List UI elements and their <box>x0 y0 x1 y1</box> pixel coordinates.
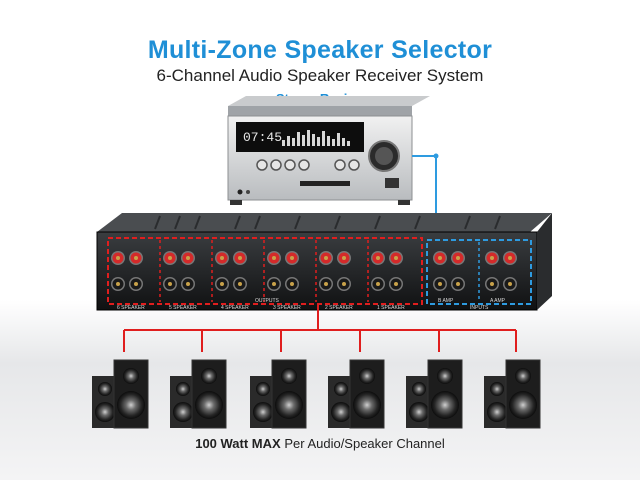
binding-post <box>285 277 299 291</box>
inputs-bracket <box>426 239 532 305</box>
binding-post <box>181 251 195 265</box>
binding-post <box>163 251 177 265</box>
binding-post <box>319 251 333 265</box>
outputs-label: OUTPUTS <box>255 298 280 304</box>
binding-post <box>319 277 333 291</box>
caption-bold: 100 Watt MAX <box>195 436 281 451</box>
usb-port <box>385 178 399 188</box>
binding-post <box>433 251 447 265</box>
binding-post <box>451 251 465 265</box>
binding-post <box>485 277 499 291</box>
power-caption: 100 Watt MAX Per Audio/Speaker Channel <box>0 436 640 451</box>
zone-label: 3 SPEAKER <box>273 305 301 311</box>
binding-post <box>163 277 177 291</box>
binding-post <box>337 277 351 291</box>
binding-post <box>111 277 125 291</box>
receiver-knobs <box>256 159 360 171</box>
outputs-bracket <box>107 237 423 305</box>
zone-label: 1 SPEAKER <box>377 305 405 311</box>
binding-post <box>129 251 143 265</box>
binding-post <box>181 277 195 291</box>
input-label: A AMP <box>490 298 506 304</box>
output-wires <box>123 304 517 352</box>
zone-label: 2 SPEAKER <box>325 305 353 311</box>
speaker-selector-unit: 6 SPEAKER 5 SPEAKER 4 SPEAKER 3 SPEAKER … <box>96 213 552 311</box>
disc-slot <box>300 181 350 186</box>
binding-post <box>233 251 247 265</box>
binding-post <box>389 277 403 291</box>
binding-post <box>485 251 499 265</box>
speaker <box>170 359 227 429</box>
caption-rest: Per Audio/Speaker Channel <box>280 436 445 451</box>
speaker <box>484 359 541 429</box>
binding-post <box>111 251 125 265</box>
zone-label: 4 SPEAKER <box>221 305 249 311</box>
binding-post <box>503 277 517 291</box>
binding-post <box>337 251 351 265</box>
binding-post <box>371 251 385 265</box>
binding-post <box>285 251 299 265</box>
binding-post <box>215 277 229 291</box>
binding-posts <box>111 251 517 291</box>
binding-post <box>389 251 403 265</box>
page-title: Multi-Zone Speaker Selector <box>147 36 493 64</box>
binding-post <box>267 277 281 291</box>
speaker <box>328 359 385 429</box>
binding-post <box>371 277 385 291</box>
binding-post <box>503 251 517 265</box>
input-label: B AMP <box>438 298 454 304</box>
receiver-eq-bars <box>282 130 350 146</box>
binding-post <box>129 277 143 291</box>
stereo-receiver: 07:45 <box>227 96 430 205</box>
page-subtitle: 6-Channel Audio Speaker Receiver System <box>156 66 484 85</box>
binding-post <box>433 277 447 291</box>
binding-post <box>233 277 247 291</box>
speaker-group <box>92 359 541 429</box>
receiver-time: 07:45 <box>243 130 282 145</box>
zone-label: 5 SPEAKER <box>169 305 197 311</box>
binding-post <box>215 251 229 265</box>
speaker <box>250 359 307 429</box>
speaker <box>92 359 149 429</box>
zone-label: 6 SPEAKER <box>117 305 145 311</box>
speaker <box>406 359 463 429</box>
inputs-label: INPUTS <box>470 305 489 311</box>
binding-post <box>267 251 281 265</box>
binding-post <box>451 277 465 291</box>
